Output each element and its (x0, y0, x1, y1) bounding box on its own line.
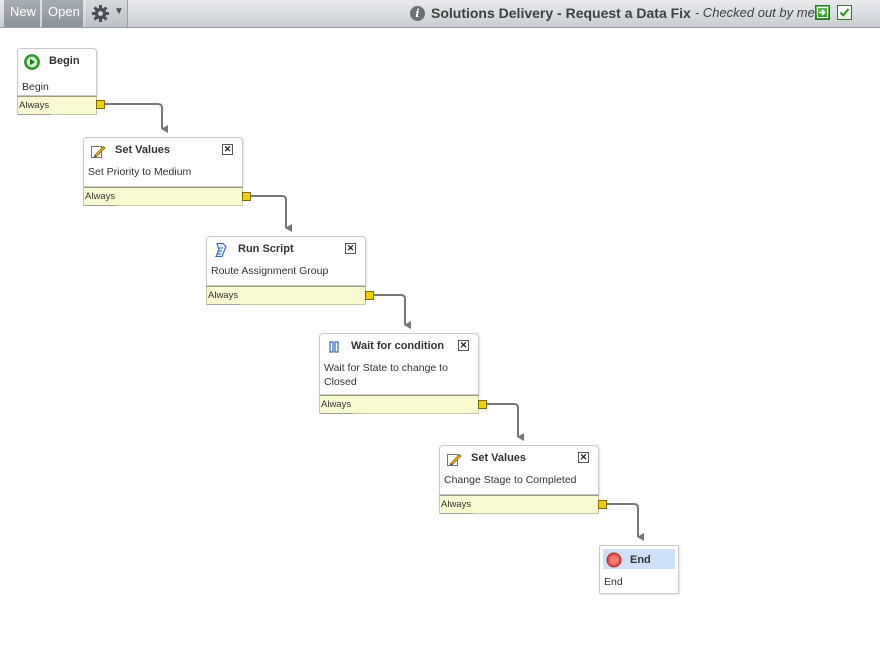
activity-header: Set Values ✕ (84, 138, 242, 162)
activity-title: Set Values (471, 452, 527, 464)
workflow-title: Solutions Delivery - Request a Data Fix (431, 5, 691, 22)
connector-wait-to-set-values[interactable] (487, 403, 524, 441)
activity-header: Begin (18, 49, 96, 73)
play-icon (24, 54, 40, 70)
activity-description: Set Priority to Medium (88, 166, 192, 178)
connector-begin-to-set-values[interactable] (105, 103, 168, 133)
pause-icon (329, 341, 339, 353)
activity-wait-for-condition[interactable]: Wait for condition ✕ Wait for State to c… (319, 333, 479, 395)
activity-set-values-priority[interactable]: Set Values ✕ Set Priority to Medium (83, 137, 243, 187)
exit-port[interactable] (478, 400, 487, 409)
workflow-title-area: i Solutions Delivery - Request a Data Fix… (410, 0, 815, 27)
checkin-button[interactable] (815, 5, 830, 20)
condition-always[interactable]: Always (17, 96, 97, 115)
condition-always[interactable]: Always (206, 286, 366, 305)
checkmark-icon (839, 8, 850, 17)
activity-header: Set Values ✕ (440, 446, 598, 470)
chevron-down-icon: ▼ (114, 6, 124, 17)
connector-set-values-to-run-script[interactable] (251, 195, 292, 232)
settings-menu-button[interactable]: ▼ (86, 0, 128, 27)
condition-always[interactable]: Always (319, 395, 479, 414)
condition-always[interactable]: Always (439, 495, 599, 514)
pencil-icon (447, 453, 462, 466)
activity-begin[interactable]: Begin Begin (17, 48, 97, 96)
connector-set-values-to-end[interactable] (607, 503, 644, 541)
close-icon[interactable]: ✕ (578, 452, 589, 463)
stop-icon (606, 552, 622, 568)
activity-title: End (630, 554, 651, 566)
exit-port[interactable] (242, 192, 251, 201)
exit-port[interactable] (598, 500, 607, 509)
activity-run-script[interactable]: Run Script ✕ Route Assignment Group (206, 236, 366, 286)
checkout-status: - Checked out by me (694, 5, 815, 21)
workflow-toolbar: New Open ▼ i Solutions Delivery - Request… (0, 0, 880, 28)
workflow-canvas[interactable]: Begin Begin Always Set Values ✕ Set Prio… (0, 28, 880, 662)
activity-title: Run Script (238, 243, 294, 255)
activity-description: Begin (22, 81, 49, 93)
activity-end[interactable]: End End (599, 545, 679, 594)
open-button[interactable]: Open (42, 0, 84, 27)
exit-port[interactable] (365, 291, 374, 300)
info-icon[interactable]: i (410, 5, 425, 21)
activity-description: Change Stage to Completed (444, 474, 577, 486)
activity-header (603, 549, 675, 569)
activity-header: Run Script ✕ (207, 237, 365, 261)
activity-set-values-stage[interactable]: Set Values ✕ Change Stage to Completed (439, 445, 599, 495)
activity-description: Route Assignment Group (211, 265, 329, 277)
close-icon[interactable]: ✕ (345, 243, 356, 254)
activity-title: Begin (49, 55, 80, 67)
close-icon[interactable]: ✕ (458, 340, 469, 351)
gear-icon (91, 4, 110, 23)
new-button[interactable]: New (4, 0, 41, 27)
condition-always[interactable]: Always (83, 187, 243, 206)
activity-title: Wait for condition (351, 340, 445, 352)
activity-header: Wait for condition ✕ (320, 334, 478, 358)
pencil-icon (91, 145, 106, 158)
script-icon (215, 242, 227, 258)
activity-title: Set Values (115, 144, 171, 156)
exit-port[interactable] (96, 100, 105, 109)
validate-button[interactable] (837, 5, 852, 20)
activity-description: Wait for State to change to Closed (324, 362, 448, 388)
activity-description: End (604, 576, 623, 588)
arrow-right-icon (817, 7, 828, 18)
connector-lines (105, 103, 644, 541)
connector-run-script-to-wait[interactable] (374, 294, 411, 329)
close-icon[interactable]: ✕ (222, 144, 233, 155)
